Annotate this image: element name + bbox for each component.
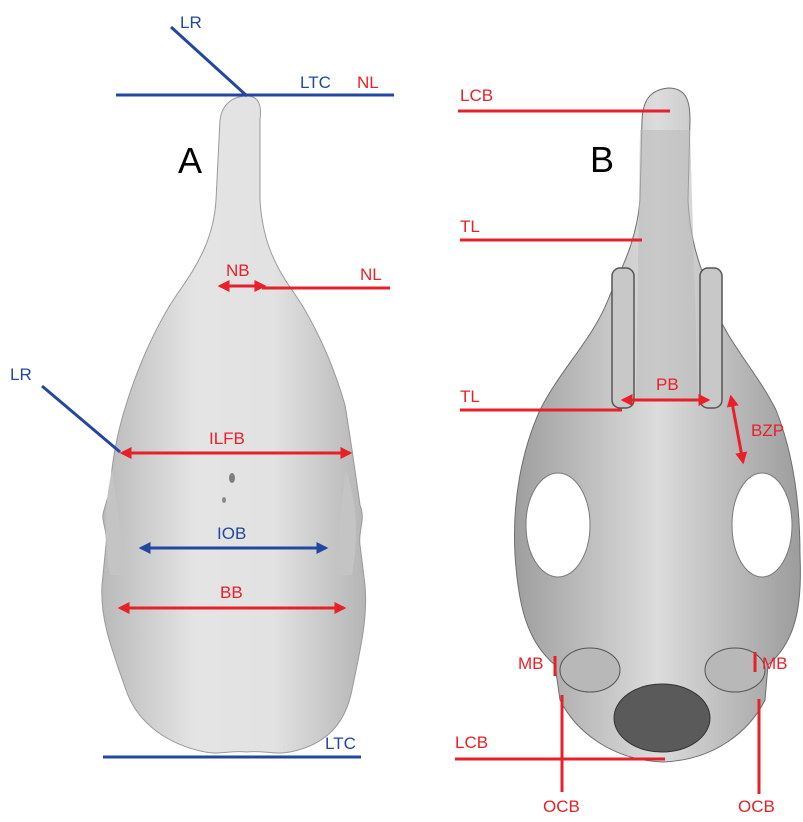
label-mb-right: MB: [762, 654, 788, 673]
label-iob: IOB: [217, 524, 246, 543]
label-nb: NB: [226, 261, 250, 280]
label-tl-mid: TL: [460, 387, 480, 406]
lr-side-line: [42, 386, 120, 452]
orbit-left: [526, 473, 590, 577]
panel-letter-a: A: [178, 140, 202, 181]
label-ltc-top: LTC: [300, 73, 331, 92]
label-nl-top: NL: [357, 73, 379, 92]
label-nl-mid: NL: [360, 265, 382, 284]
foramen-magnum: [614, 684, 710, 752]
auditory-bulla-left: [560, 648, 620, 692]
label-lr-top: LR: [180, 13, 202, 32]
panel-letter-b: B: [590, 139, 614, 180]
label-lcb-top: LCB: [460, 86, 493, 105]
label-ocb-left: OCB: [543, 797, 580, 816]
label-bzp: BZP: [751, 421, 784, 440]
label-ltc-bottom: LTC: [325, 734, 356, 753]
label-lr-side: LR: [10, 365, 32, 384]
panel-a: A LR LTC NL NB NL LR ILFB IOB BB LTC: [10, 13, 394, 757]
label-pb: PB: [656, 375, 679, 394]
label-mb-left: MB: [518, 654, 544, 673]
label-bb: BB: [220, 583, 243, 602]
foramen-mark: [222, 497, 226, 503]
label-tl-top: TL: [460, 217, 480, 236]
orbit-right: [732, 473, 792, 577]
palate: [636, 130, 698, 400]
label-ocb-right: OCB: [738, 797, 775, 816]
lr-top-line: [171, 27, 247, 96]
foramen-mark: [229, 473, 235, 483]
skull-dorsal-silhouette: [102, 96, 366, 753]
label-ilfb: ILFB: [209, 429, 245, 448]
panel-b: B LCB TL PB TL BZP MB MB LCB OCB OCB: [455, 86, 800, 816]
label-lcb-bottom: LCB: [455, 733, 488, 752]
tooth-row-right: [700, 268, 722, 408]
tooth-row-left: [612, 268, 634, 408]
